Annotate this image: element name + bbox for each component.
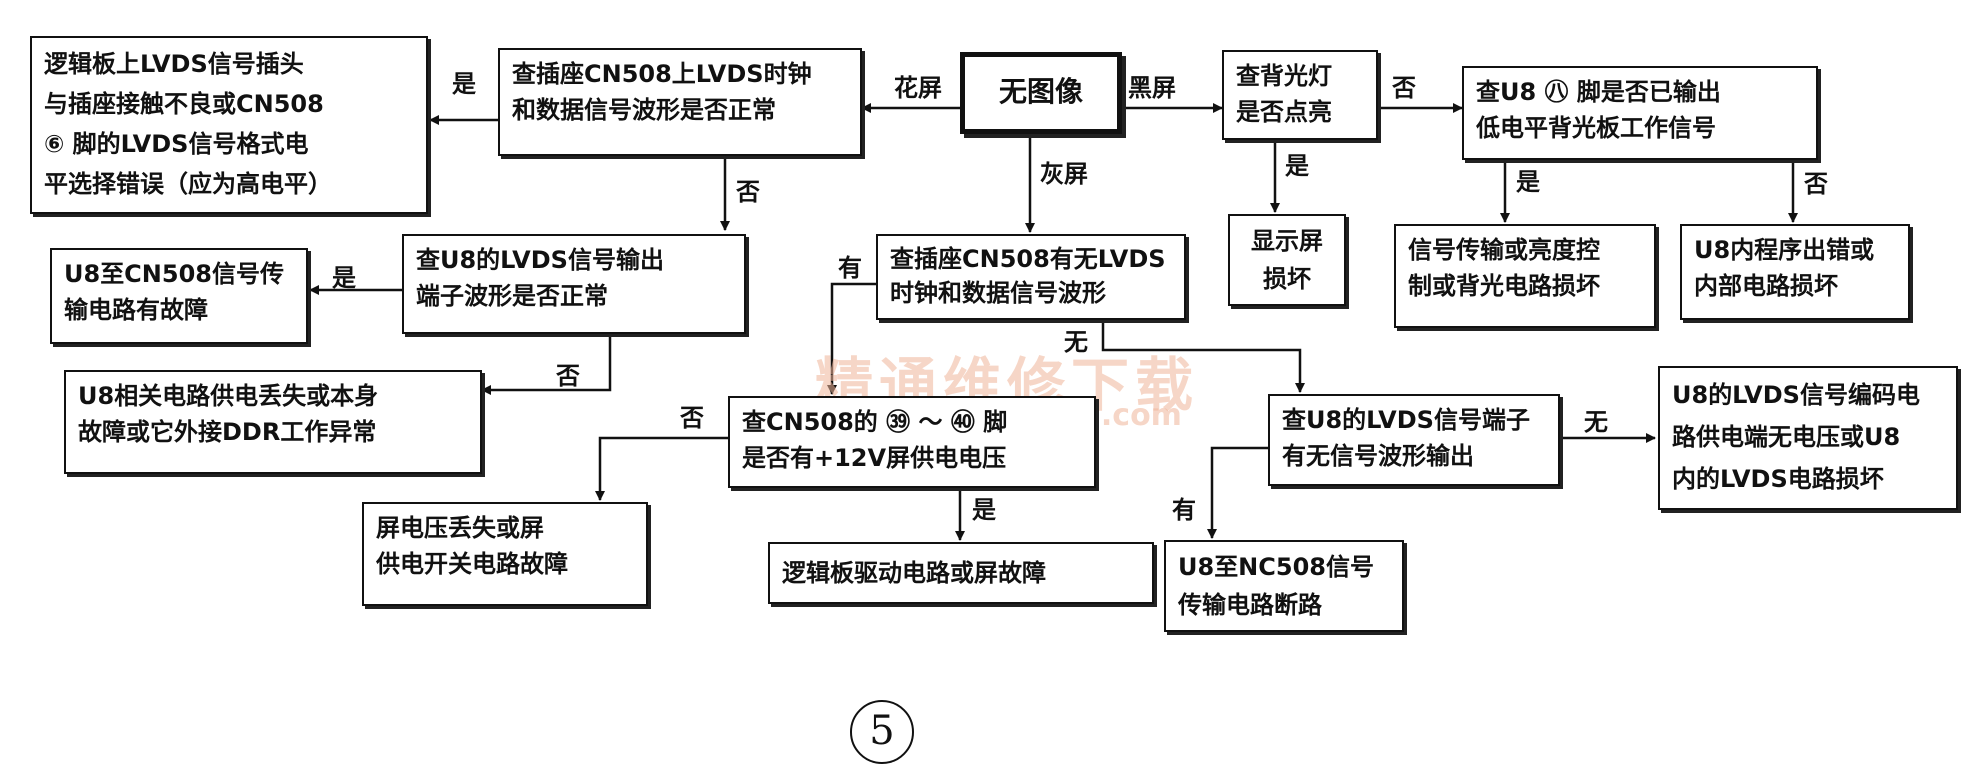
node-check-cn508-waveform: 查插座CN508上LVDS时钟 和数据信号波形是否正常	[498, 48, 862, 156]
edge-no-screen-voltage	[595, 436, 728, 501]
label-no-backlight: 否	[1392, 74, 1416, 102]
node-logic-board-fault: 逻辑板上LVDS信号插头 与插座接触不良或CN508 ⑥ 脚的LVDS信号格式电…	[30, 36, 428, 214]
label-yes-driver: 是	[972, 496, 996, 524]
node-u8-program-fault: U8内程序出错或 内部电路损坏	[1680, 224, 1910, 320]
label-you-break: 有	[1172, 496, 1196, 524]
label-no-u8-output: 否	[736, 178, 760, 206]
label-yes-u8-cn508: 是	[332, 264, 356, 292]
node-driver-fault: 逻辑板驱动电路或屏故障	[768, 542, 1154, 604]
node-screen-damaged: 显示屏 损坏	[1228, 214, 1346, 306]
label-huiping: 灰屏	[1040, 160, 1088, 188]
edge-you-12v	[827, 282, 876, 395]
node-check-u8-pin87: 查U8 ㊇ 脚是否已输出 低电平背光板工作信号	[1462, 66, 1818, 160]
node-check-u8-terminal: 查U8的LVDS信号端子 有无信号波形输出	[1268, 394, 1560, 486]
node-check-backlight: 查背光灯 是否点亮	[1222, 50, 1378, 140]
node-u8-to-nc508-break: U8至NC508信号 传输电路断路	[1164, 540, 1404, 632]
node-check-u8-output: 查U8的LVDS信号输出 端子波形是否正常	[402, 234, 746, 334]
node-check-cn508-signal: 查插座CN508有无LVDS 时钟和数据信号波形	[876, 234, 1186, 320]
node-check-cn508-12v: 查CN508的 ㊴ ～ ㊵ 脚 是否有+12V屏供电电压	[728, 396, 1096, 488]
node-screen-voltage-fault: 屏电压丢失或屏 供电开关电路故障	[362, 502, 648, 606]
label-no-program: 否	[1804, 170, 1828, 198]
label-heiping: 黑屏	[1128, 74, 1176, 102]
node-start: 无图像	[960, 52, 1122, 134]
label-no-u8-power: 否	[556, 362, 580, 390]
node-signal-brightness-fault: 信号传输或亮度控 制或背光电路损坏	[1394, 224, 1656, 328]
label-wu-terminal: 无	[1064, 328, 1088, 356]
edge-wu-terminal	[1101, 320, 1305, 393]
node-u8-lvds-encoder-fault: U8的LVDS信号编码电 路供电端无电压或U8 内的LVDS电路损坏	[1658, 366, 1958, 510]
label-yes-signal: 是	[1516, 168, 1540, 196]
node-u8-to-cn508-fault: U8至CN508信号传 输电路有故障	[50, 248, 308, 344]
edge-you-break	[1207, 446, 1268, 539]
node-u8-power-fault: U8相关电路供电丢失或本身 故障或它外接DDR工作异常	[64, 370, 482, 474]
edge-no-u8-power	[481, 334, 612, 395]
label-wu-encoder: 无	[1584, 408, 1608, 436]
label-you-12v: 有	[838, 254, 862, 282]
label-huaping: 花屏	[894, 74, 942, 102]
label-no-screen-voltage: 否	[680, 404, 704, 432]
label-yes-screen: 是	[1285, 152, 1309, 180]
label-yes-logic: 是	[452, 70, 476, 98]
figure-number: 5	[850, 700, 914, 764]
